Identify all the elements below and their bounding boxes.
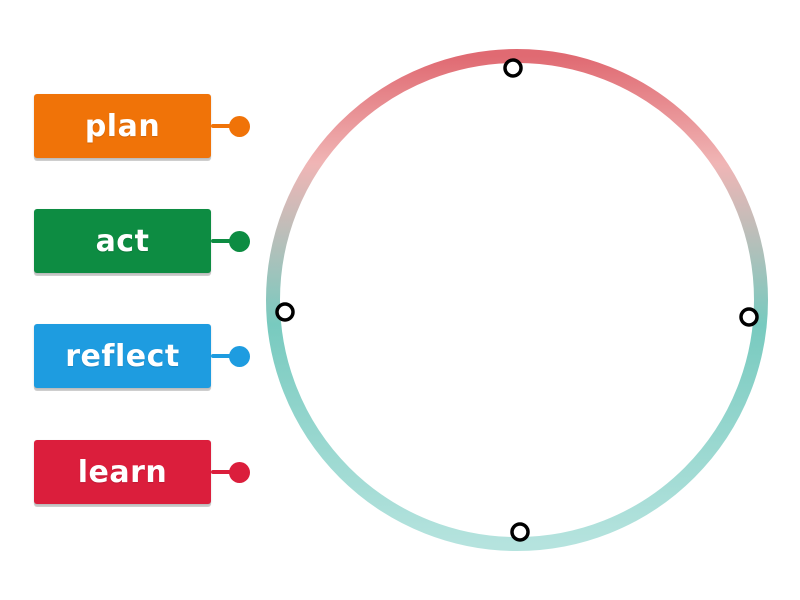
label-text-plan: plan bbox=[84, 108, 161, 144]
connector-line-act bbox=[211, 239, 231, 243]
label-tile-learn[interactable]: learn bbox=[34, 440, 211, 504]
connector-line-learn bbox=[211, 470, 231, 474]
drop-point-bottom[interactable] bbox=[510, 522, 530, 542]
label-tile-act[interactable]: act bbox=[34, 209, 211, 273]
connector-line-plan bbox=[211, 124, 231, 128]
drop-point-left[interactable] bbox=[275, 302, 295, 322]
connector-dot-learn[interactable] bbox=[229, 462, 250, 483]
connector-dot-act[interactable] bbox=[229, 231, 250, 252]
drop-point-right[interactable] bbox=[739, 307, 759, 327]
label-text-learn: learn bbox=[77, 454, 168, 490]
drop-point-top[interactable] bbox=[503, 58, 523, 78]
label-tile-plan[interactable]: plan bbox=[34, 94, 211, 158]
label-text-reflect: reflect bbox=[65, 338, 180, 374]
connector-dot-reflect[interactable] bbox=[229, 346, 250, 367]
connector-dot-plan[interactable] bbox=[229, 116, 250, 137]
connector-line-reflect bbox=[211, 354, 231, 358]
label-tile-reflect[interactable]: reflect bbox=[34, 324, 211, 388]
cycle-ring bbox=[266, 49, 768, 551]
label-text-act: act bbox=[95, 223, 150, 259]
